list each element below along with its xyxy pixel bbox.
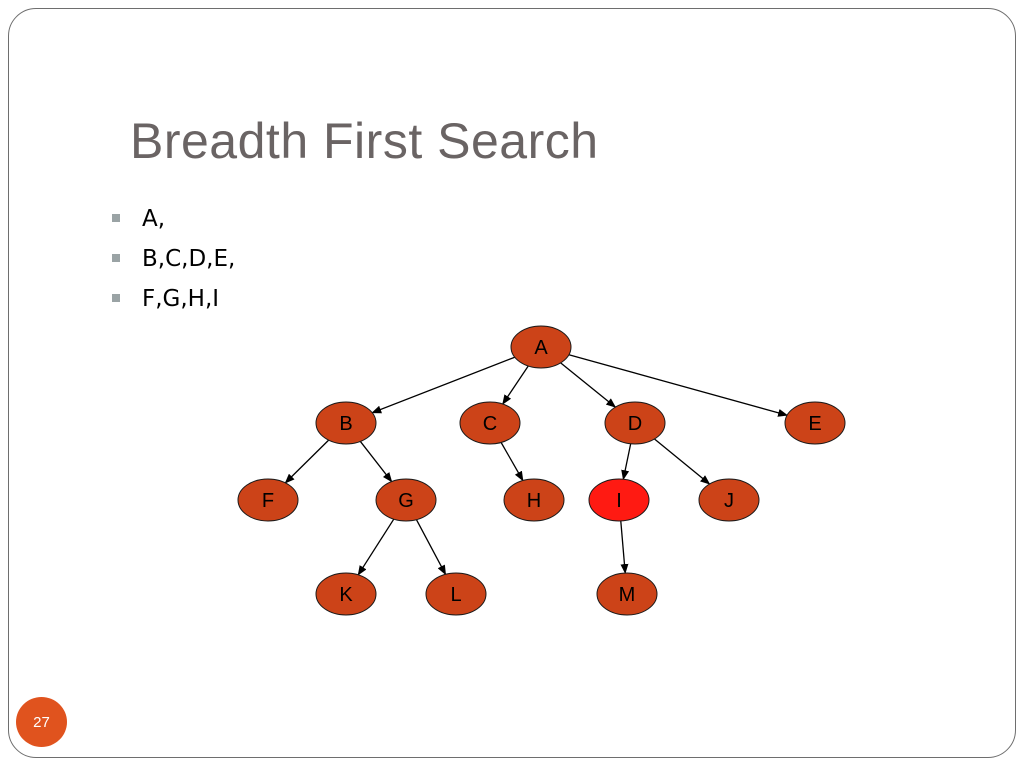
- node-h: H: [503, 478, 565, 522]
- node-c: C: [459, 401, 521, 445]
- square-bullet-icon: [112, 293, 120, 302]
- node-shape: [510, 325, 572, 369]
- edges-layer: [284, 354, 789, 576]
- square-bullet-icon: [112, 213, 120, 222]
- edge-d-i: [621, 443, 632, 481]
- page-number: 27: [33, 713, 50, 731]
- bullet-text: A,: [142, 206, 166, 232]
- nodes-layer: A B C D E F G H I J K L M: [237, 325, 846, 616]
- slide-frame: [8, 8, 1016, 758]
- bullet-text: F,G,H,I: [142, 286, 220, 312]
- edge-b-f: [284, 439, 330, 484]
- square-bullet-icon: [112, 253, 120, 262]
- edge-a-b: [371, 356, 516, 414]
- node-shape: [596, 572, 658, 616]
- edge-a-e: [568, 354, 789, 417]
- node-shape: [375, 478, 437, 522]
- node-shape: [784, 401, 846, 445]
- edge-i-m: [620, 520, 629, 575]
- bullet-item: F,G,H,I: [112, 284, 235, 324]
- node-label: J: [724, 490, 734, 512]
- node-label: I: [616, 490, 622, 512]
- node-label: D: [628, 413, 642, 435]
- node-label: C: [483, 413, 497, 435]
- edge-b-g: [359, 441, 393, 483]
- node-label: E: [808, 413, 821, 435]
- node-k: K: [315, 572, 377, 616]
- edge-c-h: [500, 442, 524, 482]
- node-label: L: [450, 584, 461, 606]
- node-shape: [588, 478, 650, 522]
- page-number-badge: 27: [16, 697, 67, 747]
- node-label: F: [262, 490, 274, 512]
- node-shape: [698, 478, 760, 522]
- node-label: A: [534, 337, 548, 359]
- node-b: B: [315, 401, 377, 445]
- edge-d-j: [654, 438, 711, 485]
- node-i: I: [588, 478, 650, 522]
- node-label: B: [339, 413, 352, 435]
- node-shape: [315, 401, 377, 445]
- node-label: H: [527, 490, 541, 512]
- node-a: A: [510, 325, 572, 369]
- node-label: M: [619, 584, 636, 606]
- node-j: J: [698, 478, 760, 522]
- node-shape: [604, 401, 666, 445]
- node-d: D: [604, 401, 666, 445]
- node-shape: [425, 572, 487, 616]
- bullet-item: A,: [112, 204, 235, 244]
- node-l: L: [425, 572, 487, 616]
- edge-a-d: [560, 362, 617, 408]
- node-shape: [503, 478, 565, 522]
- edge-g-k: [357, 518, 395, 576]
- bullet-text: B,C,D,E,: [142, 246, 236, 272]
- edge-g-l: [415, 519, 447, 576]
- node-m: M: [596, 572, 658, 616]
- node-f: F: [237, 478, 299, 522]
- bullet-list: A, B,C,D,E, F,G,H,I: [112, 204, 235, 324]
- slide-title: Breadth First Search: [130, 113, 599, 169]
- edge-a-c: [502, 365, 529, 405]
- node-e: E: [784, 401, 846, 445]
- node-label: K: [339, 584, 353, 606]
- node-label: G: [398, 490, 414, 512]
- node-g: G: [375, 478, 437, 522]
- node-shape: [237, 478, 299, 522]
- node-shape: [459, 401, 521, 445]
- node-shape: [315, 572, 377, 616]
- bullet-item: B,C,D,E,: [112, 244, 235, 284]
